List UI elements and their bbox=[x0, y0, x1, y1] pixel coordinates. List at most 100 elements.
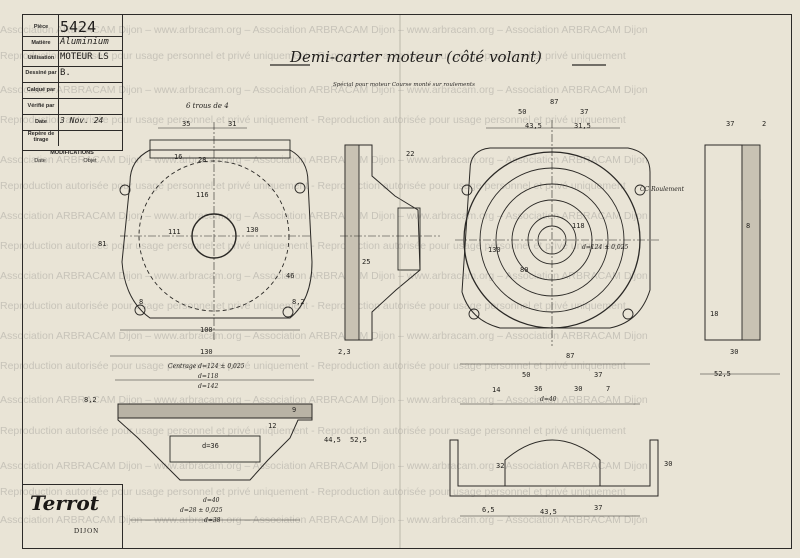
watermark-line: Reproduction autorisée pour usage person… bbox=[0, 486, 626, 498]
dimension-text: 18 bbox=[710, 310, 719, 318]
dimension-text: 16 bbox=[174, 153, 183, 161]
watermark-line: Reproduction autorisée pour usage person… bbox=[0, 300, 626, 312]
housing-bottom-view bbox=[449, 403, 659, 517]
watermark-line: Association ARBRACAM Dijon – www.arbraca… bbox=[0, 330, 648, 342]
title-block-divider bbox=[58, 14, 59, 146]
dimension-text: 6 trous de 4 bbox=[186, 102, 229, 110]
dimension-text: 43,5 bbox=[540, 508, 557, 516]
dimension-text: 8,2 bbox=[292, 298, 305, 306]
dimension-text: 116 bbox=[196, 191, 209, 199]
dimension-text: 30 bbox=[664, 460, 673, 468]
title-block-row bbox=[22, 98, 122, 99]
watermark-line: Reproduction autorisée pour usage person… bbox=[0, 360, 626, 372]
dimension-text: 44,5 bbox=[324, 436, 341, 444]
dimension-text: 118 bbox=[572, 222, 585, 230]
dimension-note: d=40 bbox=[540, 396, 557, 403]
watermark-line: Association ARBRACAM Dijon – www.arbraca… bbox=[0, 270, 648, 282]
dimension-text: 130 bbox=[488, 246, 501, 254]
repere-label: Repère de tirage bbox=[27, 131, 55, 143]
utilisation-label: Utilisation bbox=[27, 55, 55, 61]
dimension-text: 8,2 bbox=[84, 396, 97, 404]
dimension-text: 37 bbox=[580, 108, 589, 116]
dimension-text: 30 bbox=[730, 348, 739, 356]
housing-front-view bbox=[455, 120, 660, 365]
watermark-line: Association ARBRACAM Dijon – www.arbraca… bbox=[0, 460, 648, 472]
dimension-text: 7 bbox=[606, 385, 611, 393]
title-block: Pièce 5424 Matière Aluminium Utilisation… bbox=[22, 14, 123, 151]
piece-value: 5424 bbox=[60, 18, 97, 36]
dimension-text: 9 bbox=[292, 406, 297, 414]
dimension-text: 2 bbox=[762, 120, 767, 128]
dimension-text: 50 bbox=[518, 108, 527, 116]
dimension-text: 43,5 bbox=[525, 122, 542, 130]
dimension-text: 87 bbox=[566, 352, 575, 360]
matiere-value: Aluminium bbox=[60, 37, 109, 47]
dimension-text: 87 bbox=[550, 98, 559, 106]
dimension-text: 111 bbox=[168, 228, 181, 236]
dimension-text: 22 bbox=[406, 150, 415, 158]
verifie-label: Vérifié par bbox=[27, 103, 55, 109]
dimension-text: 52,5 bbox=[714, 370, 731, 378]
logo-word: Terrot bbox=[30, 491, 99, 515]
dimension-text: 30 bbox=[574, 385, 583, 393]
dimension-note: CC Roulement bbox=[640, 186, 685, 193]
piece-label: Pièce bbox=[33, 24, 49, 30]
title-block-row bbox=[22, 36, 122, 37]
modifications-label: MODIFICATIONS bbox=[50, 150, 94, 156]
watermark-line: Association ARBRACAM Dijon – www.arbraca… bbox=[0, 394, 648, 406]
watermark-line: Association ARBRACAM Dijon – www.arbraca… bbox=[0, 210, 648, 222]
terrot-logo: Terrot DIJON bbox=[22, 484, 123, 549]
dimension-note: d=28 ± 0,025 bbox=[180, 507, 223, 514]
dimension-text: 8 bbox=[746, 222, 751, 230]
dimension-text: 130 bbox=[246, 226, 259, 234]
side-view bbox=[340, 144, 440, 341]
housing-side-view bbox=[700, 144, 780, 375]
dimension-text: d=36 bbox=[202, 442, 219, 450]
mod-objet-label: Objet bbox=[83, 158, 97, 164]
dimension-text: 36 bbox=[534, 385, 543, 393]
watermark-line: Reproduction autorisée pour usage person… bbox=[0, 114, 626, 126]
utilisation-value: MOTEUR LS bbox=[60, 52, 109, 62]
dimension-note: d=38 bbox=[204, 517, 221, 524]
dimension-note: Centrage d=124 ± 0,025 bbox=[168, 363, 245, 370]
mod-date-label: Date bbox=[34, 158, 46, 164]
date-value: 3 Nov. 24 bbox=[60, 116, 104, 125]
dimension-text: 35 bbox=[182, 120, 191, 128]
dimension-text: 52,5 bbox=[350, 436, 367, 444]
watermark-line: Reproduction autorisée pour usage person… bbox=[0, 240, 626, 252]
title-block-row bbox=[22, 114, 122, 115]
section-view-bottom bbox=[115, 379, 314, 521]
dimension-text: 37 bbox=[726, 120, 735, 128]
dimension-text: 8 bbox=[139, 298, 144, 306]
dimension-text: 6,5 bbox=[482, 506, 495, 514]
dimension-text: 100 bbox=[200, 326, 213, 334]
watermark-line: Association ARBRACAM Dijon – www.arbraca… bbox=[0, 154, 648, 166]
dimension-text: 81 bbox=[98, 240, 107, 248]
watermark-line: Association ARBRACAM Dijon – www.arbraca… bbox=[0, 514, 648, 526]
watermark-line: Reproduction autorisée pour usage person… bbox=[0, 425, 626, 437]
dimension-text: 31,5 bbox=[574, 122, 591, 130]
dimension-note: d=118 bbox=[198, 373, 219, 380]
front-view bbox=[110, 122, 313, 357]
dimension-text: 28 bbox=[198, 156, 207, 164]
dimension-text: 32 bbox=[496, 462, 505, 470]
modifications-block: MODIFICATIONS Date Objet bbox=[22, 150, 122, 170]
matiere-label: Matière bbox=[31, 40, 51, 46]
dimension-text: 37 bbox=[594, 371, 603, 379]
dimension-text: 37 bbox=[594, 504, 603, 512]
calque-label: Calqué par bbox=[26, 87, 56, 93]
logo-city: DIJON bbox=[74, 527, 100, 535]
watermark-line: Association ARBRACAM Dijon – www.arbraca… bbox=[0, 84, 648, 96]
title-block-row bbox=[22, 82, 122, 83]
dimension-text: 130 bbox=[200, 348, 213, 356]
dimension-note: d=142 bbox=[198, 383, 219, 390]
dimension-text: 25 bbox=[362, 258, 371, 266]
drawing-frame bbox=[22, 14, 792, 549]
drawing-subtitle: Spécial pour moteur Course monté sur rou… bbox=[333, 82, 475, 88]
dimension-text: 46 bbox=[286, 272, 295, 280]
dimension-text: 50 bbox=[522, 371, 531, 379]
watermark-line: Reproduction autorisée pour usage person… bbox=[0, 50, 626, 62]
date-label: Date bbox=[35, 119, 47, 125]
